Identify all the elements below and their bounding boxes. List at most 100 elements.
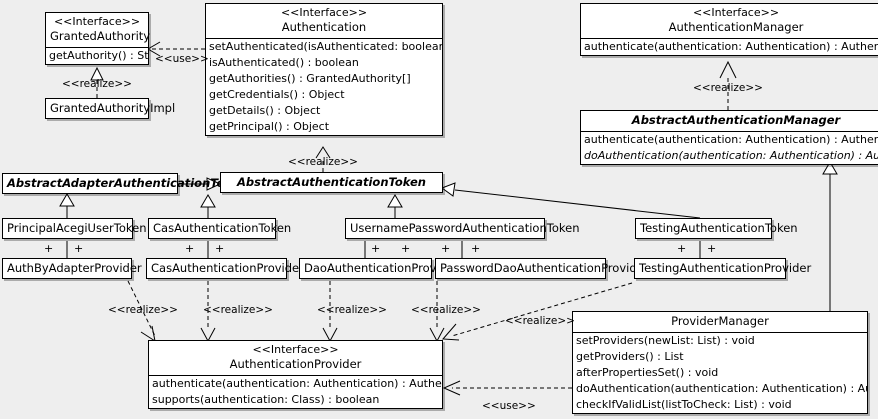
- role-marker-plus: +: [677, 242, 687, 255]
- stereotype-label: <<Interface>>: [280, 6, 368, 19]
- member-row: isAuthenticated() : boolean: [209, 56, 359, 69]
- class-name-label: CasAuthenticationToken: [153, 221, 292, 235]
- relation-label-use-authentication-grantedauthority: <<use>>: [155, 53, 209, 65]
- role-marker-plus: +: [707, 242, 717, 255]
- class-header-authentication: <<Interface>> Authentication: [206, 4, 442, 39]
- class-header-granted-authority-impl: GrantedAuthorityImpl: [46, 99, 176, 118]
- class-box-abstract-authentication-manager[interactable]: AbstractAuthenticationManager authentica…: [580, 110, 878, 165]
- class-box-authentication-manager[interactable]: <<Interface>> AuthenticationManager auth…: [580, 3, 878, 56]
- class-name-label: PasswordDaoAuthenticationProvider: [440, 261, 649, 275]
- class-members-authentication-manager: authenticate(authentication: Authenticat…: [581, 39, 878, 55]
- class-box-authentication-provider[interactable]: <<Interface>> AuthenticationProvider aut…: [148, 340, 443, 409]
- relation-label-use-providermanager-authenticationprovider: <<use>>: [482, 400, 536, 412]
- class-members-abstract-authentication-manager: authenticate(authentication: Authenticat…: [581, 132, 878, 164]
- member-row: getAuthorities() : GrantedAuthority[]: [209, 72, 411, 85]
- class-box-principal-acegi-user-token[interactable]: PrincipalAcegiUserToken: [2, 218, 147, 239]
- role-marker-plus: +: [185, 242, 195, 255]
- relation-label-realize-casauthenticationprovider: <<realize>>: [203, 304, 273, 316]
- class-name-label: AbstractAdapterAuthenticationToken: [7, 176, 248, 190]
- class-box-granted-authority[interactable]: <<Interface>> GrantedAuthority getAuthor…: [45, 12, 151, 65]
- class-name-label: AbstractAuthenticationManager: [631, 113, 841, 127]
- member-row: checkIfValidList(listToCheck: List) : vo…: [576, 398, 792, 411]
- class-box-abstract-authentication-token[interactable]: AbstractAuthenticationToken: [220, 172, 443, 193]
- class-name-label: TestingAuthenticationToken: [640, 221, 798, 235]
- role-marker-plus: +: [441, 242, 451, 255]
- class-box-dao-authentication-provider[interactable]: DaoAuthenticationProvider: [299, 258, 459, 279]
- class-name-label: CasAuthenticationProvider: [151, 261, 304, 275]
- member-row: setProviders(newList: List) : void: [576, 334, 755, 347]
- stereotype-label: <<Interface>>: [53, 15, 141, 28]
- class-name-label: AuthenticationManager: [668, 20, 804, 34]
- member-row: doAuthentication(authentication: Authent…: [584, 149, 878, 162]
- role-marker-plus: +: [471, 242, 481, 255]
- class-box-granted-authority-impl[interactable]: GrantedAuthorityImpl: [45, 98, 176, 119]
- class-name-label: GrantedAuthorityImpl: [50, 101, 176, 115]
- role-marker-plus: +: [44, 242, 54, 255]
- class-name-label: PrincipalAcegiUserToken: [7, 221, 147, 235]
- relation-label-realize-daoauthenticationprovider: <<realize>>: [317, 304, 387, 316]
- class-header-authentication-manager: <<Interface>> AuthenticationManager: [581, 4, 878, 39]
- class-box-cas-authentication-token[interactable]: CasAuthenticationToken: [148, 218, 292, 239]
- class-members-provider-manager: setProviders(newList: List) : void getPr…: [573, 333, 867, 413]
- class-box-testing-authentication-provider[interactable]: TestingAuthenticationProvider: [634, 258, 812, 279]
- member-row: supports(authentication: Class) : boolea…: [152, 393, 380, 406]
- relation-label-realize-abstractauthenticationtoken: <<realize>>: [288, 156, 358, 168]
- role-marker-plus: +: [401, 242, 411, 255]
- class-header-abstract-authentication-manager: AbstractAuthenticationManager: [581, 111, 878, 132]
- member-row: getDetails() : Object: [209, 104, 321, 117]
- class-header-testing-authentication-provider: TestingAuthenticationProvider: [635, 259, 812, 278]
- class-box-testing-authentication-token[interactable]: TestingAuthenticationToken: [635, 218, 798, 239]
- role-marker-plus: +: [74, 242, 84, 255]
- class-box-provider-manager[interactable]: ProviderManager setProviders(newList: Li…: [572, 311, 868, 414]
- class-header-auth-by-adapter-provider: AuthByAdapterProvider: [3, 259, 142, 278]
- class-name-label: DaoAuthenticationProvider: [304, 261, 459, 275]
- class-header-cas-authentication-token: CasAuthenticationToken: [149, 219, 292, 238]
- class-box-username-password-authentication-token[interactable]: UsernamePasswordAuthenticationToken: [345, 218, 580, 239]
- class-header-abstract-authentication-token: AbstractAuthenticationToken: [221, 173, 442, 192]
- member-row: authenticate(authentication: Authenticat…: [584, 40, 878, 53]
- class-box-auth-by-adapter-provider[interactable]: AuthByAdapterProvider: [2, 258, 142, 279]
- relation-label-realize-authbyadapterprovider: <<realize>>: [108, 304, 178, 316]
- class-name-label: UsernamePasswordAuthenticationToken: [350, 221, 580, 235]
- class-box-cas-authentication-provider[interactable]: CasAuthenticationProvider: [146, 258, 304, 279]
- class-header-dao-authentication-provider: DaoAuthenticationProvider: [300, 259, 459, 278]
- class-name-label: AuthenticationProvider: [229, 357, 362, 371]
- stereotype-label: <<Interface>>: [252, 343, 339, 356]
- class-box-abstract-adapter-authentication-token[interactable]: AbstractAdapterAuthenticationToken: [2, 173, 248, 194]
- class-header-provider-manager: ProviderManager: [573, 312, 867, 333]
- role-marker-plus: +: [215, 242, 225, 255]
- class-header-username-password-authentication-token: UsernamePasswordAuthenticationToken: [346, 219, 580, 238]
- class-header-authentication-provider: <<Interface>> AuthenticationProvider: [149, 341, 442, 376]
- class-members-granted-authority: getAuthority() : String: [46, 48, 148, 64]
- class-members-authentication-provider: authenticate(authentication: Authenticat…: [149, 376, 442, 408]
- class-header-password-dao-authentication-provider: PasswordDaoAuthenticationProvider: [436, 259, 649, 278]
- relation-label-realize-grantedauthorityimpl: <<realize>>: [62, 78, 132, 90]
- relation-label-realize-testingauthenticationprovider: <<realize>>: [505, 315, 575, 327]
- class-header-granted-authority: <<Interface>> GrantedAuthority: [46, 13, 151, 48]
- class-name-label: GrantedAuthority: [50, 29, 151, 43]
- class-header-abstract-adapter-authentication-token: AbstractAdapterAuthenticationToken: [3, 174, 248, 193]
- relation-label-realize-passworddaoauthenticationprovider: <<realize>>: [411, 304, 481, 316]
- class-box-authentication[interactable]: <<Interface>> Authentication setAuthenti…: [205, 3, 443, 136]
- member-row: getCredentials() : Object: [209, 88, 345, 101]
- member-row: setAuthenticated(isAuthenticated: boolea…: [209, 40, 442, 53]
- member-row: getPrincipal() : Object: [209, 120, 330, 133]
- role-marker-plus: +: [371, 242, 381, 255]
- class-name-label: Authentication: [281, 20, 367, 34]
- class-header-principal-acegi-user-token: PrincipalAcegiUserToken: [3, 219, 147, 238]
- class-name-label: ProviderManager: [671, 314, 769, 328]
- member-row: doAuthentication(authentication: Authent…: [576, 382, 867, 395]
- class-box-password-dao-authentication-provider[interactable]: PasswordDaoAuthenticationProvider: [435, 258, 649, 279]
- member-row: authenticate(authentication: Authenticat…: [584, 133, 878, 146]
- member-row: authenticate(authentication: Authenticat…: [152, 377, 442, 390]
- class-members-authentication: setAuthenticated(isAuthenticated: boolea…: [206, 39, 442, 135]
- member-row: afterPropertiesSet() : void: [576, 366, 719, 379]
- member-row: getAuthority() : String: [49, 49, 148, 62]
- class-name-label: AuthByAdapterProvider: [7, 261, 142, 275]
- class-header-testing-authentication-token: TestingAuthenticationToken: [636, 219, 798, 238]
- member-row: getProviders() : List: [576, 350, 684, 363]
- class-header-cas-authentication-provider: CasAuthenticationProvider: [147, 259, 304, 278]
- relation-label-realize-abstractauthenticationmanager: <<realize>>: [693, 82, 763, 94]
- class-name-label: TestingAuthenticationProvider: [639, 261, 812, 275]
